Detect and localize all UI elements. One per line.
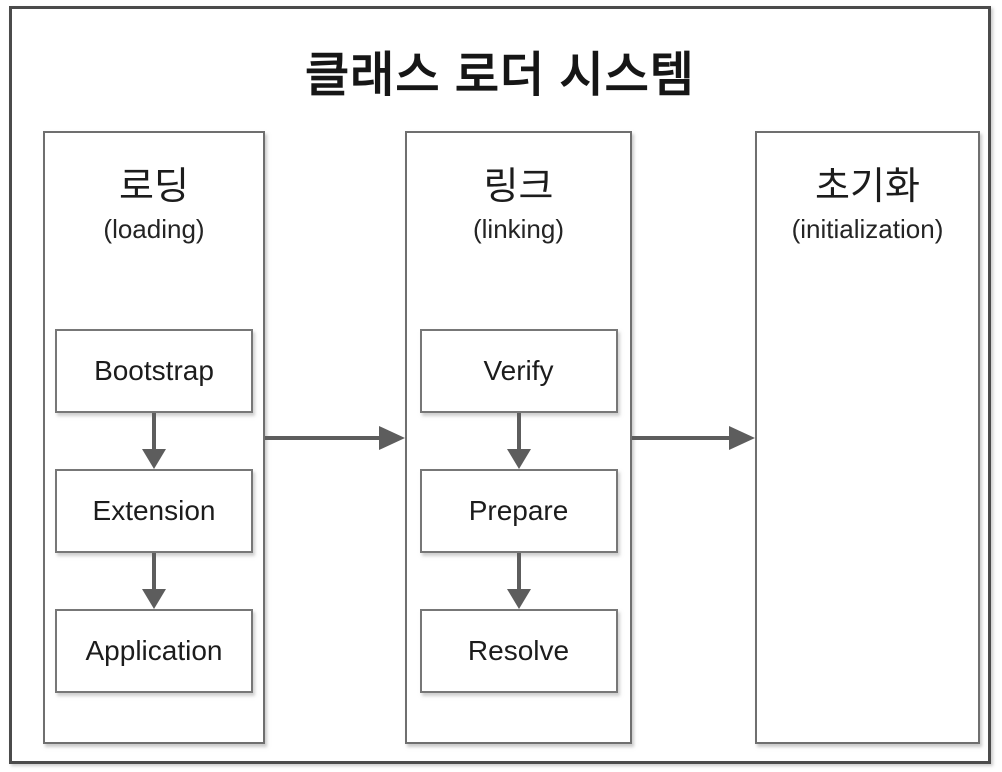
arrow-shaft (152, 413, 156, 451)
step-label: Resolve (467, 635, 570, 666)
phase-initialization-subtitle: (initialization) (791, 214, 944, 244)
step-box-verify: Verify (419, 329, 618, 413)
arrow-shaft (632, 436, 731, 440)
arrow-head (379, 426, 405, 450)
step-label: Extension (92, 495, 216, 526)
right-arrow-icon (265, 426, 405, 450)
step-box-extension: Extension (55, 469, 253, 553)
arrow-shaft (516, 553, 521, 591)
outer-frame: 클래스 로더 시스템 로딩 (loading) Bootstrap Extens… (9, 6, 991, 764)
arrow-head (729, 426, 755, 450)
phase-linking-subtitle: (linking) (472, 214, 565, 244)
step-label: Application (85, 635, 223, 666)
step-label: Prepare (468, 495, 569, 526)
arrow-head (142, 449, 166, 469)
phase-column-loading: 로딩 (loading) Bootstrap Extension Applica… (43, 131, 265, 744)
down-arrow-icon (506, 413, 531, 469)
arrow-shaft (152, 553, 156, 591)
phase-initialization-title: 초기화 (815, 166, 920, 208)
diagram-title: 클래스 로더 시스템 (305, 49, 695, 102)
step-box-application: Application (55, 609, 253, 693)
down-arrow-icon (142, 553, 166, 609)
phase-loading-subtitle: (loading) (103, 214, 205, 244)
step-box-prepare: Prepare (419, 469, 618, 553)
down-arrow-icon (506, 553, 531, 609)
down-arrow-icon (142, 413, 166, 469)
step-box-resolve: Resolve (419, 609, 618, 693)
phase-column-initialization: 초기화 (initialization) (755, 131, 980, 744)
phase-linking-title: 링크 (483, 166, 554, 208)
arrow-head (142, 589, 166, 609)
right-arrow-icon (632, 426, 755, 450)
arrow-shaft (516, 413, 521, 451)
phase-loading-title: 로딩 (119, 166, 189, 208)
step-label: Bootstrap (94, 355, 214, 386)
phase-column-linking: 링크 (linking) Verify Prepare Resolve (405, 131, 632, 744)
arrow-shaft (265, 436, 381, 440)
arrow-head (506, 449, 531, 469)
step-box-bootstrap: Bootstrap (55, 329, 253, 413)
arrow-head (506, 589, 531, 609)
step-label: Verify (483, 355, 554, 386)
